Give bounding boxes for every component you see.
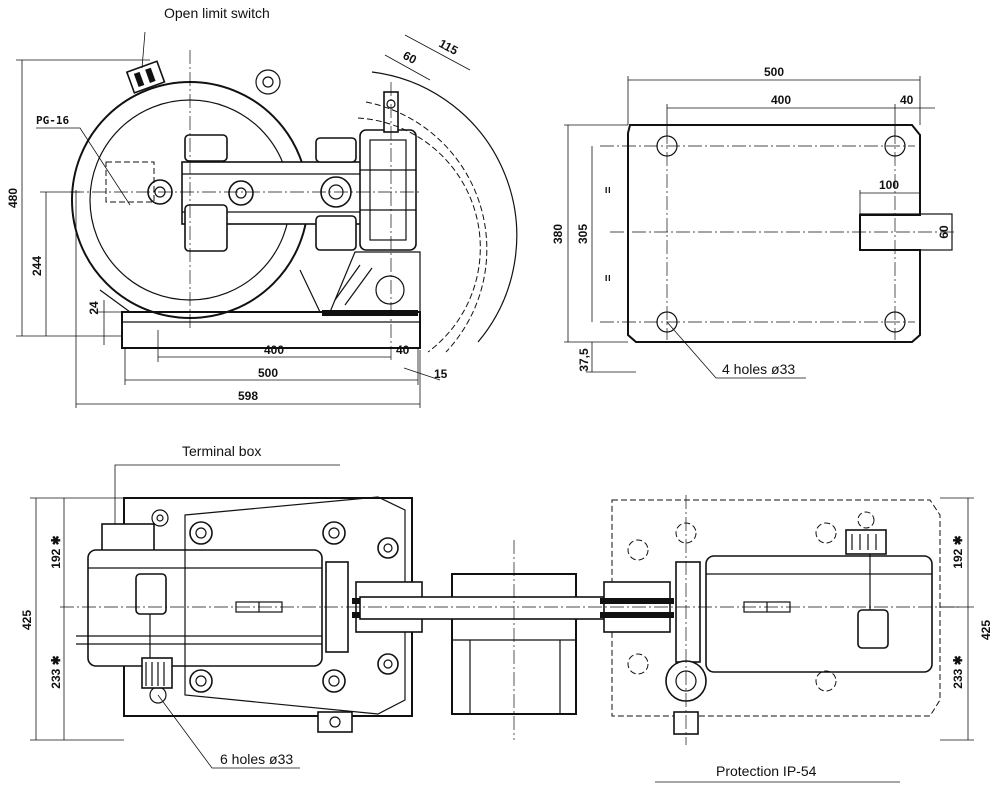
dim-top-37-5: 37,5 — [577, 348, 591, 372]
dim-side-15: 15 — [434, 367, 448, 381]
dim-side-244: 244 — [30, 256, 44, 276]
dim-bottom-right-233: 233 ✱ — [951, 655, 965, 688]
label-open-limit-switch: Open limit switch — [164, 5, 270, 21]
right-bracket — [359, 129, 417, 251]
dim-bottom-right-192: 192 ✱ — [951, 535, 965, 568]
label-4-holes: 4 holes ø33 — [722, 361, 795, 377]
dim-top-400: 400 — [771, 93, 791, 107]
dim-bottom-right-425: 425 — [979, 620, 993, 640]
plan-view — [564, 76, 955, 379]
side-view — [16, 31, 518, 408]
dim-side-500: 500 — [258, 366, 278, 380]
label-protection: Protection IP-54 — [716, 763, 817, 779]
dim-side-480: 480 — [6, 188, 20, 208]
dim-top-500: 500 — [764, 65, 784, 79]
dim-bottom-left-425: 425 — [20, 610, 34, 630]
dim-side-60: 60 — [401, 48, 420, 67]
dim-top-40: 40 — [900, 93, 914, 107]
dim-side-24: 24 — [87, 301, 101, 315]
label-pg16: PG-16 — [36, 114, 69, 127]
dim-top-eq-1: = — [601, 186, 615, 193]
dim-top-eq-2: = — [601, 274, 615, 281]
label-terminal-box: Terminal box — [182, 443, 261, 459]
base-plan-outline — [627, 124, 921, 343]
dim-side-115: 115 — [437, 36, 461, 58]
dim-side-40: 40 — [396, 343, 410, 357]
dim-bottom-left-233: 233 ✱ — [49, 655, 63, 688]
dim-top-380: 380 — [551, 224, 565, 244]
front-view — [30, 464, 974, 783]
dim-top-60: 60 — [937, 225, 951, 239]
dim-top-305: 305 — [576, 224, 590, 244]
dim-side-400: 400 — [264, 343, 284, 357]
dim-top-100: 100 — [879, 178, 899, 192]
dim-side-598: 598 — [238, 389, 258, 403]
base-plate — [121, 311, 421, 349]
label-6-holes: 6 holes ø33 — [220, 751, 293, 767]
dim-bottom-left-192: 192 ✱ — [49, 535, 63, 568]
